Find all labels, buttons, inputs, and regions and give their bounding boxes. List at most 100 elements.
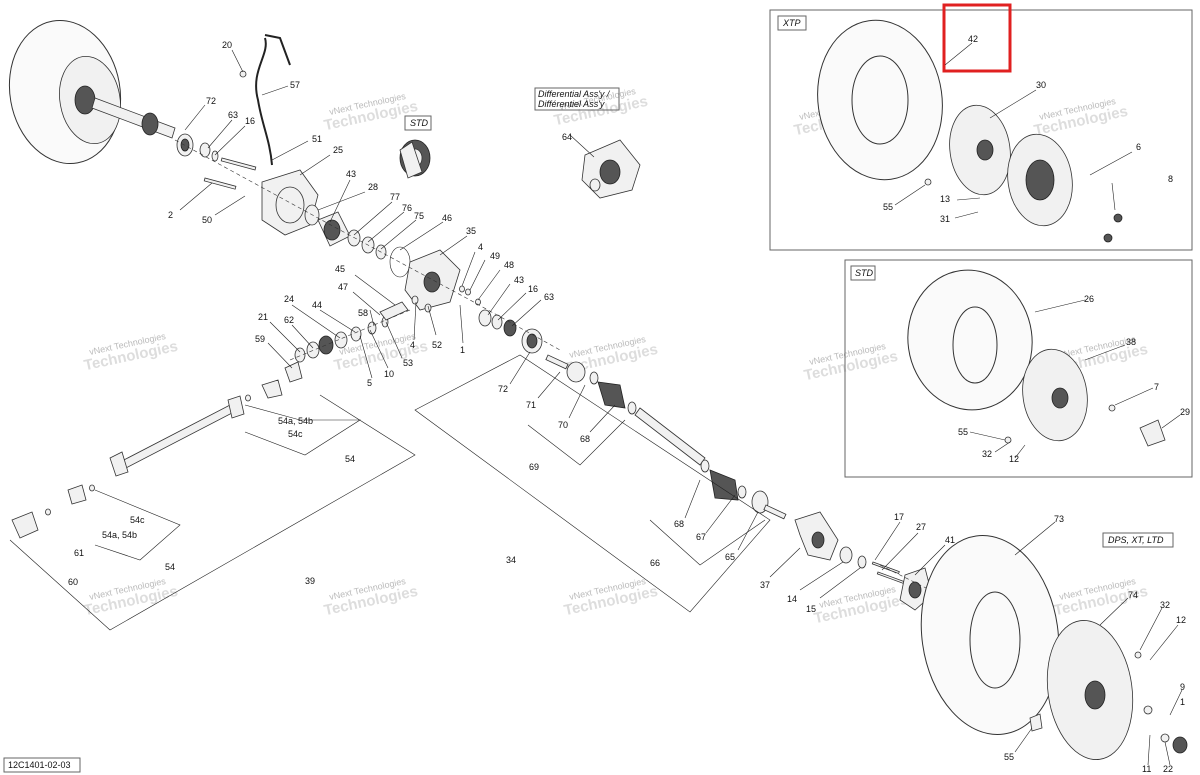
callout: 39: [305, 576, 315, 586]
diagram-code: 12C1401-02-03: [8, 760, 71, 770]
yoke-59: [284, 361, 303, 383]
tube-hook: [264, 34, 291, 66]
cap: [89, 484, 95, 492]
callout: 6: [1136, 142, 1141, 152]
callout: 25: [333, 145, 343, 155]
pinion-group: [317, 211, 411, 278]
callout: 57: [290, 80, 300, 90]
std-label-box: [850, 265, 876, 281]
clamp: [700, 459, 710, 473]
callout: 67: [696, 532, 706, 542]
callout: 13: [940, 194, 950, 204]
bearing: [199, 142, 211, 158]
std-tire-assembly: [907, 269, 1166, 447]
xtp-tire-assembly: [817, 19, 1123, 243]
rim-center: [1051, 387, 1069, 409]
callout: 59: [255, 334, 265, 344]
nut-7: [1108, 404, 1116, 412]
axis-line: [174, 139, 561, 351]
tire-inner: [969, 591, 1021, 689]
rim-center: [976, 139, 994, 161]
callout: 4: [410, 340, 415, 350]
watermark: vNext Technologies Technologies: [562, 576, 659, 619]
bolt-head: [459, 285, 465, 293]
callout: 70: [558, 420, 568, 430]
callout: 4: [478, 242, 483, 252]
diagram-code-box: [3, 757, 81, 773]
callout: 63: [228, 110, 238, 120]
callout: 16: [245, 116, 255, 126]
bolt-head: [465, 288, 471, 296]
axis-line: [879, 564, 931, 591]
wheel-hub: [74, 85, 96, 115]
callout: 12: [1176, 615, 1186, 625]
callout: 55: [958, 427, 968, 437]
callout: 26: [1084, 294, 1094, 304]
callout: 32: [982, 449, 992, 459]
differential-assembly-64: [581, 139, 641, 199]
differential-housing: [404, 249, 461, 313]
dps-tire-assembly: [920, 535, 1188, 760]
u-joint: [67, 484, 87, 505]
callout: 73: [1054, 514, 1064, 524]
dps-label-box: [1102, 532, 1174, 548]
callout: 60: [68, 577, 78, 587]
gear-housing: [261, 169, 320, 236]
ring-gear: [399, 139, 431, 179]
tire-inner: [851, 55, 909, 145]
nut: [1134, 651, 1142, 659]
callout: 10: [384, 369, 394, 379]
bearing: [478, 309, 492, 327]
callout: 54: [345, 454, 355, 464]
callout: 1: [1180, 697, 1185, 707]
callout: 9: [1180, 682, 1185, 692]
callout: 49: [490, 251, 500, 261]
callout: 54c: [130, 515, 145, 525]
callout: 11: [1142, 764, 1151, 774]
propeller-shaft-lower: [11, 484, 95, 539]
callout: 37: [760, 580, 770, 590]
callout: 72: [498, 384, 508, 394]
seal-inner: [180, 138, 190, 152]
pinion-gear: [323, 219, 341, 241]
xtp-label-box: [777, 15, 807, 31]
std-panel-box: [844, 259, 1193, 478]
callout: 30: [1036, 80, 1046, 90]
stud: [871, 561, 900, 574]
callout: 16: [528, 284, 538, 294]
std-small-label: STD: [410, 118, 429, 128]
callout: 53: [403, 358, 413, 368]
callout: 20: [222, 40, 232, 50]
watermark: vNext Technologies Technologies: [1032, 96, 1129, 139]
callouts: 20 57 72 63 16 51 25 28 43 77 76 75 46 3…: [68, 34, 1190, 774]
callout: 71: [526, 400, 536, 410]
bracket-39: [9, 394, 416, 631]
diff-bolt: [411, 295, 419, 305]
yoke-end: [227, 395, 245, 419]
gear-pinion: [399, 141, 423, 179]
ring: [350, 326, 362, 342]
callout: 75: [414, 211, 424, 221]
washer: [306, 341, 320, 359]
callout: 64: [562, 132, 572, 142]
callout: 8: [1168, 174, 1173, 184]
callout: 1: [460, 345, 465, 355]
bracket-69: [527, 419, 626, 466]
cv-boot: [709, 469, 739, 501]
callout: 43: [346, 169, 356, 179]
callout: 2: [168, 210, 173, 220]
group-brackets: [9, 354, 771, 631]
callout: 54a, 54b: [102, 530, 137, 540]
lug-nut: [1113, 213, 1123, 223]
stud: [876, 571, 905, 584]
callout: 48: [504, 260, 514, 270]
callout: 17: [894, 512, 904, 522]
valve-stem: [1004, 436, 1012, 444]
callout: 58: [358, 308, 368, 318]
tire-inner: [952, 306, 998, 384]
cap-29: [1139, 419, 1166, 447]
yoke-60: [11, 511, 39, 539]
washer-22: [1160, 733, 1170, 743]
callout: 31: [940, 214, 950, 224]
